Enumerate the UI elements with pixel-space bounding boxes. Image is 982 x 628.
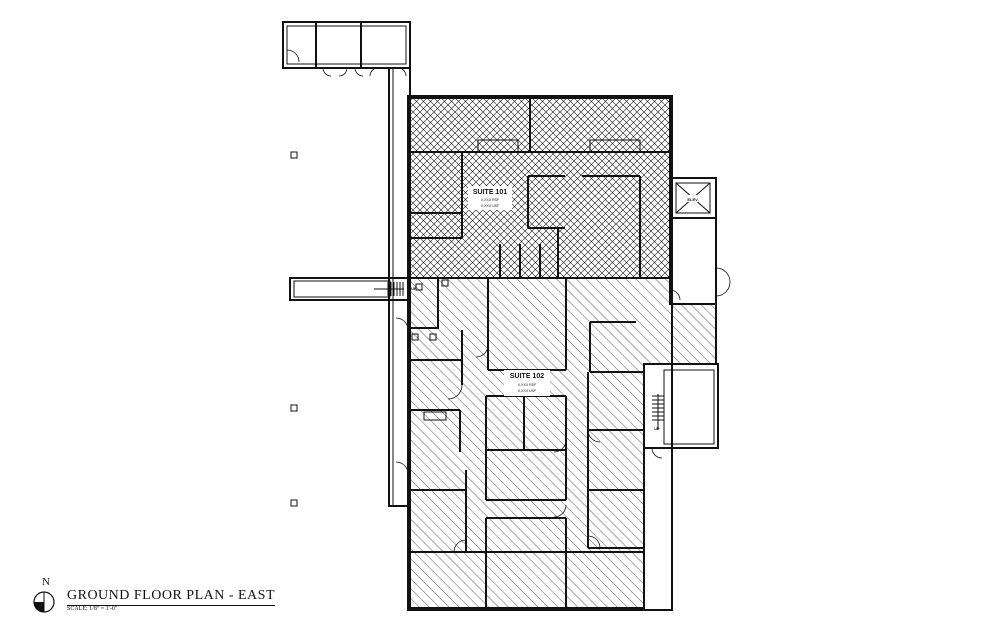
east-stair-core	[643, 363, 719, 459]
suite-102-usf: X,XXX USF	[518, 389, 536, 393]
title-block: N GROUND FLOOR PLAN - EAST SCALE: 1/8" =…	[30, 576, 330, 616]
north-arrow-icon	[33, 591, 55, 613]
west-stair-treads	[374, 282, 404, 296]
utility-rooms	[282, 21, 411, 77]
column-markers	[290, 151, 298, 507]
elevator-label: ELEV.	[687, 197, 698, 202]
building-outline	[407, 95, 673, 611]
north-letter: N	[42, 576, 50, 588]
east-lobby	[669, 217, 731, 305]
plan-title: GROUND FLOOR PLAN - EAST	[67, 588, 276, 606]
suite-102-label: SUITE 102 X,XXX RSF X,XXX USF	[504, 370, 550, 396]
suite-102-area	[409, 277, 717, 609]
east-stair-treads	[652, 394, 664, 430]
suite-101-rsf: X,XXX RSF	[481, 198, 499, 202]
east-stair-up-label: UP	[654, 426, 660, 431]
suite-102-title: SUITE 102	[510, 373, 544, 380]
suite-101-label: SUITE 101 X,XXX RSF X,XXX USF	[468, 186, 512, 210]
suite-101-title: SUITE 101	[473, 189, 507, 196]
west-stair-extension	[289, 277, 409, 301]
suite-101-usf: X,XXX USF	[481, 204, 499, 208]
west-stair-up-label: UP	[411, 286, 417, 291]
elevator-core	[669, 177, 717, 219]
plan-scale: SCALE: 1/8" = 1'-0"	[67, 606, 118, 612]
suite-102-rsf: X,XXX RSF	[518, 383, 536, 387]
suite-101-area	[409, 97, 671, 279]
